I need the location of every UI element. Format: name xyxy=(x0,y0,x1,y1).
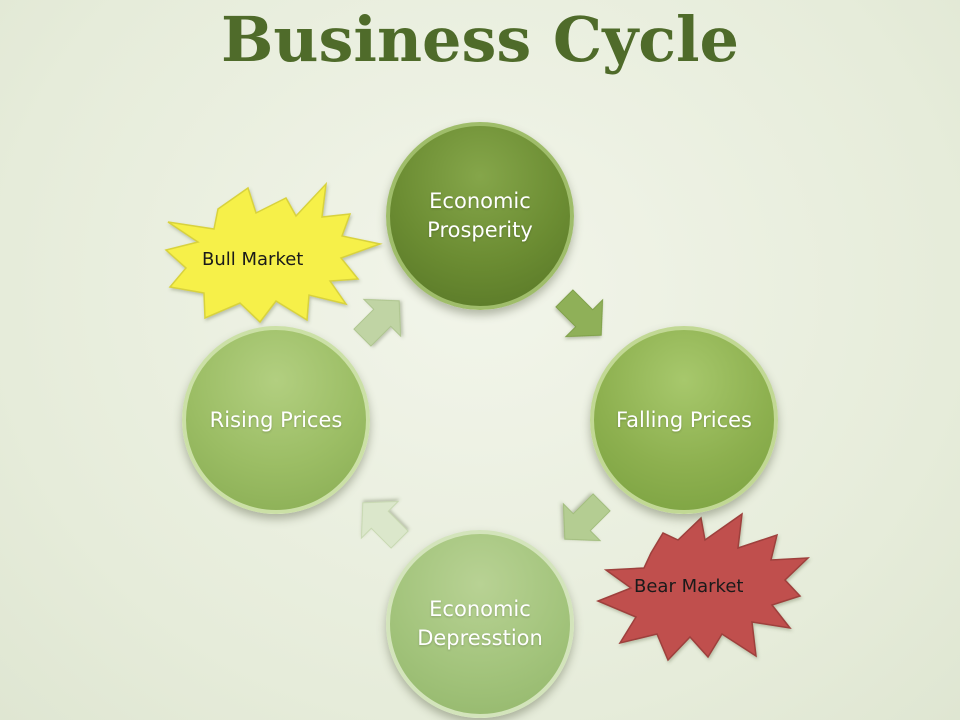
bull-market-label: Bull Market xyxy=(202,249,304,270)
bull-market-burst xyxy=(164,181,383,324)
node-label: Falling Prices xyxy=(615,407,752,432)
arrow-depression-to-rising xyxy=(360,500,409,549)
arrow-prosperity-to-falling xyxy=(555,289,604,338)
bear-market-label: Bear Market xyxy=(634,576,744,597)
bear-market-burst xyxy=(596,512,810,662)
node-label: Rising Prices xyxy=(209,407,343,432)
node-falling-prices: Falling Prices xyxy=(590,326,778,514)
node-economic-prosperity: Economic Prosperity xyxy=(386,122,574,310)
node-label: Economic Depresstion xyxy=(417,597,543,650)
arrow-rising-to-prosperity xyxy=(353,298,402,347)
arrow-falling-to-depression xyxy=(562,493,611,542)
node-rising-prices: Rising Prices xyxy=(182,326,370,514)
page-title: Business Cycle xyxy=(221,3,739,76)
node-economic-depression: Economic Depresstion xyxy=(386,530,574,718)
node-label: Economic Prosperity xyxy=(427,189,533,242)
